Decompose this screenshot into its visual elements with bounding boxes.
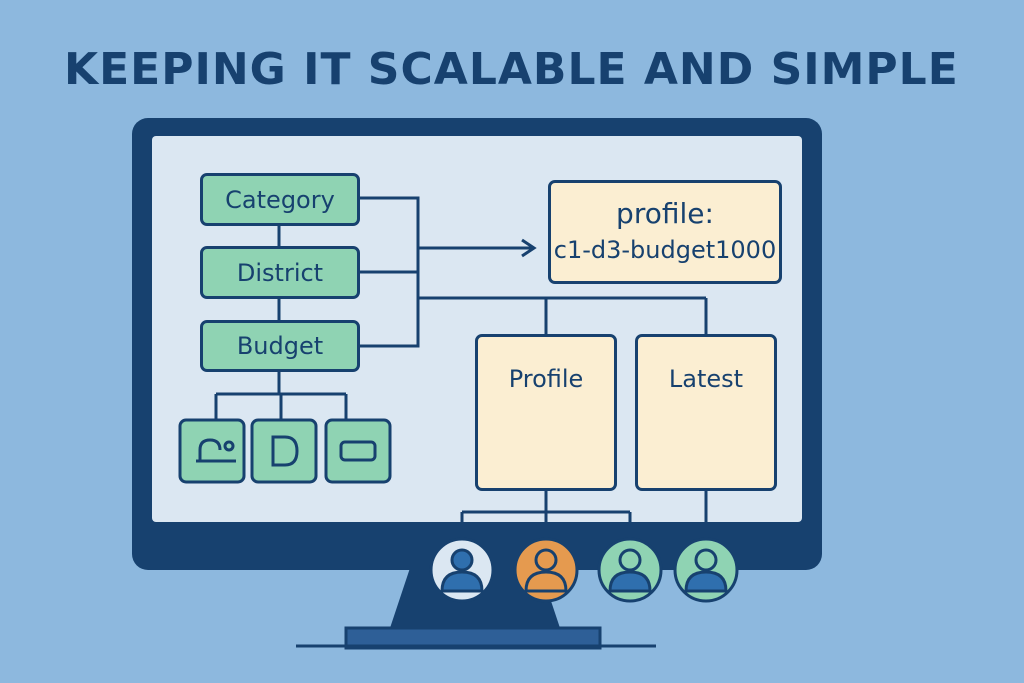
tile-rounded-rect xyxy=(324,418,392,484)
profile-key-label: profile: xyxy=(616,197,714,230)
category-node: Category xyxy=(200,173,360,226)
latest-card: Latest xyxy=(635,334,777,491)
budget-node: Budget xyxy=(200,320,360,372)
user-connectors xyxy=(460,490,708,538)
tile-d-letter xyxy=(250,418,318,484)
latest-card-title: Latest xyxy=(668,365,744,393)
hierarchy-connectors xyxy=(214,226,348,420)
monitor-stand-neck xyxy=(390,568,560,628)
rounded-rect-icon xyxy=(339,440,377,462)
d-letter-icon xyxy=(271,435,299,467)
page-title: KEEPING IT SCALABLE AND SIMPLE xyxy=(64,44,959,95)
user-mini-icon xyxy=(196,438,236,463)
profile-key-box: profile: c1-d3-budget1000 xyxy=(548,180,782,284)
key-connectors xyxy=(360,196,708,348)
profile-key-value: c1-d3-budget1000 xyxy=(553,236,777,264)
district-node: District xyxy=(200,246,360,299)
tile-user-mini xyxy=(178,418,246,484)
profile-card: Profile xyxy=(475,334,617,491)
profile-card-title: Profile xyxy=(508,365,584,393)
